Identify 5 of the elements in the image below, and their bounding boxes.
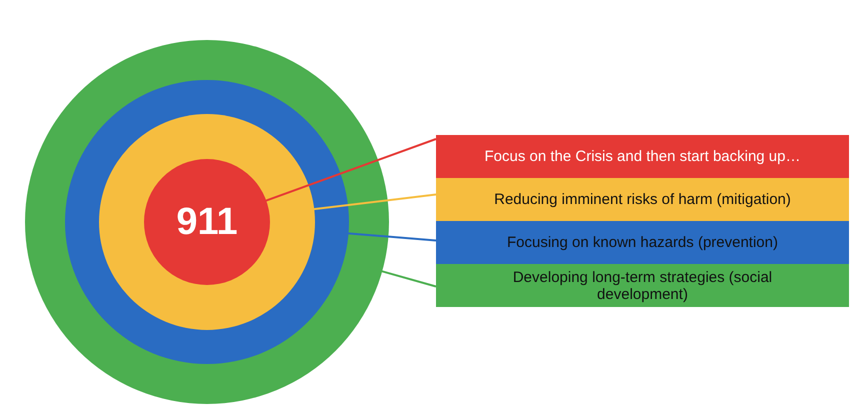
- label-bar: Reducing imminent risks of harm (mitigation): [436, 178, 849, 221]
- label-bar: Focus on the Crisis and then start backing up…: [436, 135, 849, 178]
- label-bar: Developing long-term strategies (social development): [436, 264, 849, 307]
- number-label: 911: [176, 200, 238, 244]
- label-bar: Focusing on known hazards (prevention): [436, 221, 849, 264]
